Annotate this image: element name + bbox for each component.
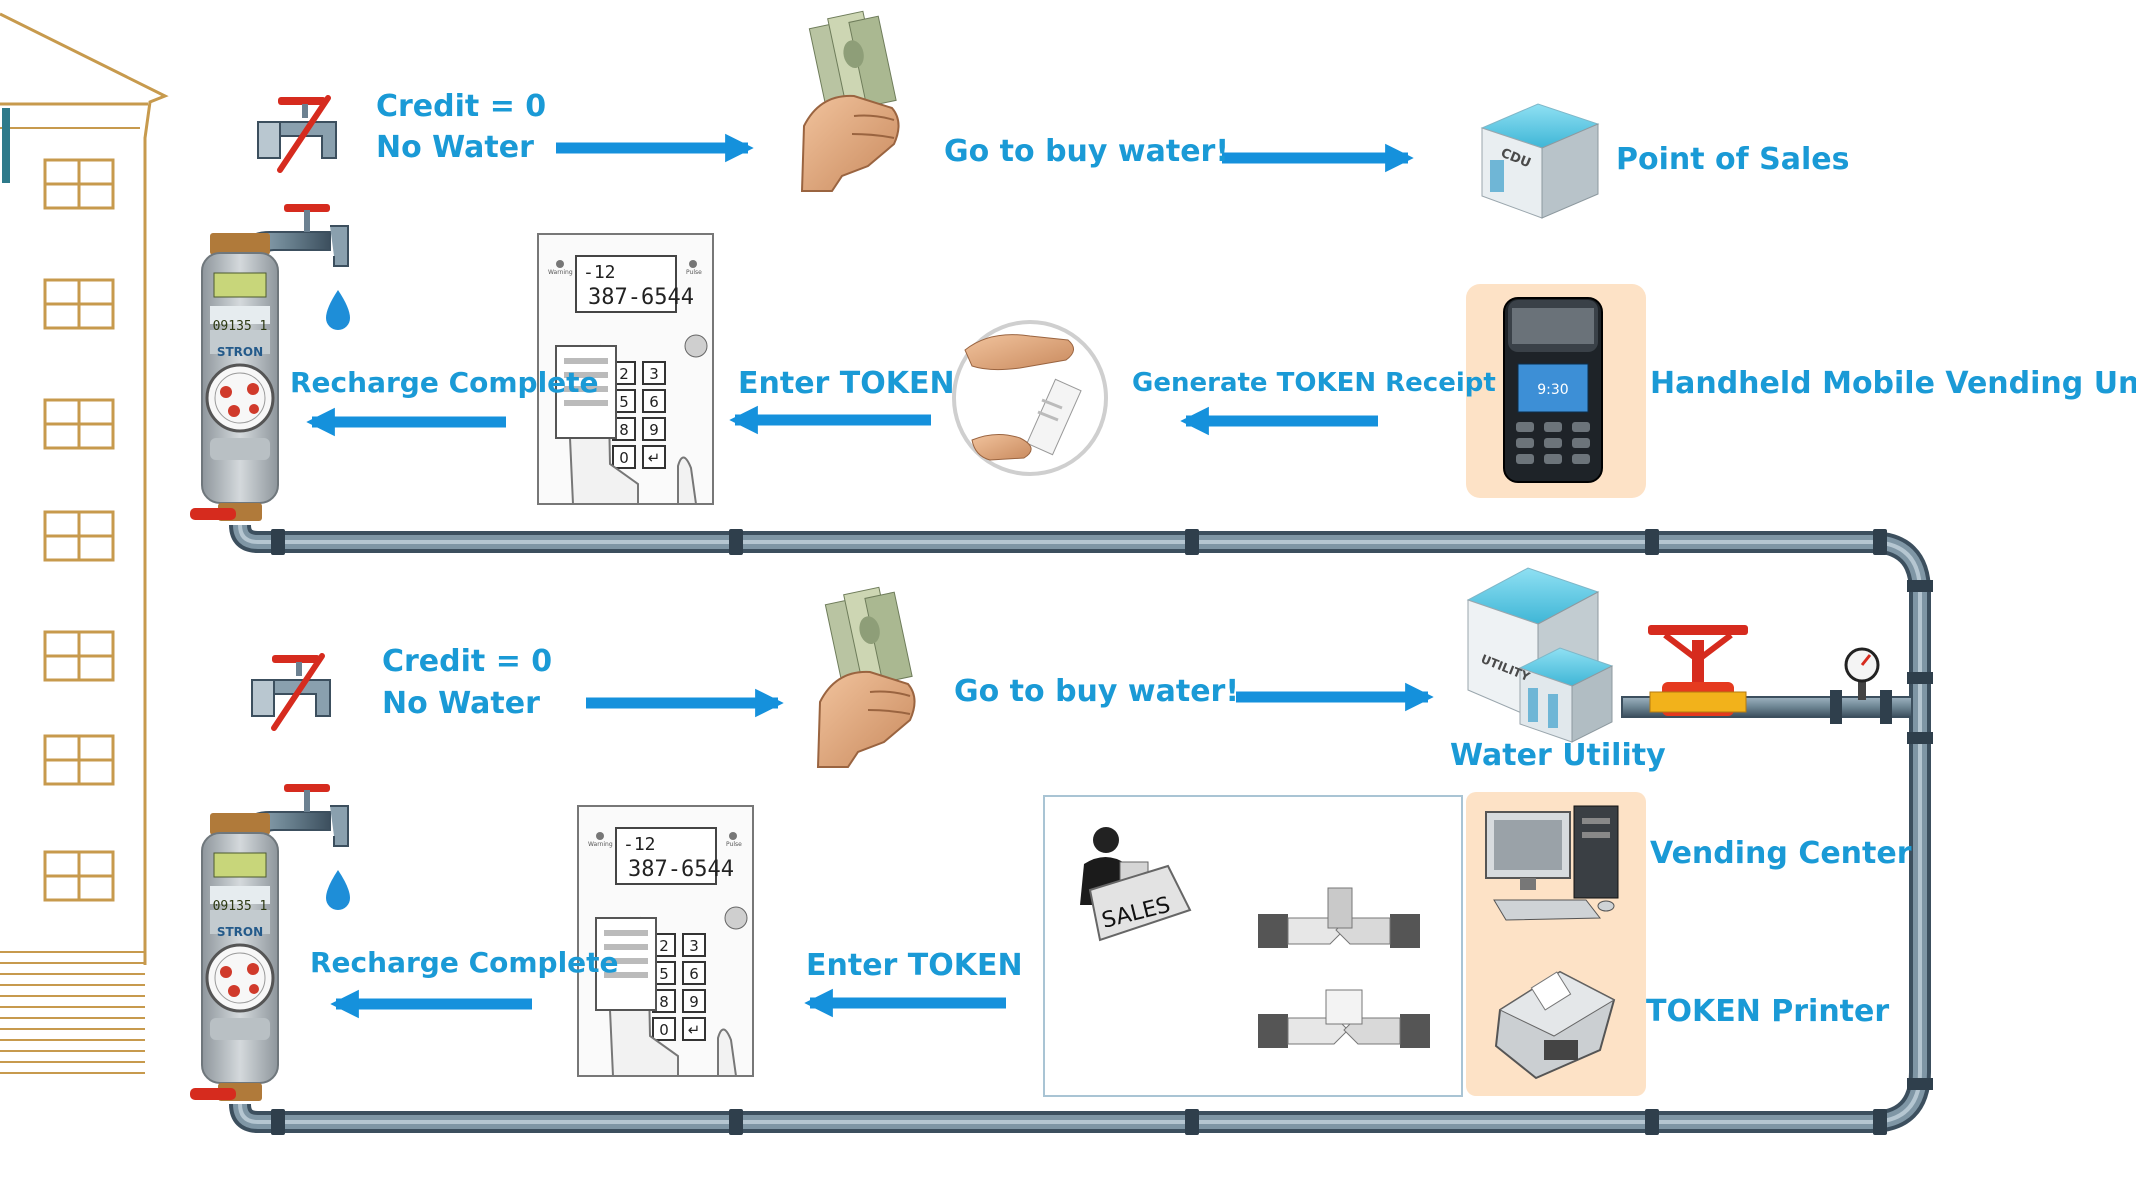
label-token-printer: TOKEN Printer [1646,994,1890,1029]
pressure-gauge-icon [1844,647,1880,700]
sales-exchange-panel: SALES [1043,795,1463,1097]
svg-text:3: 3 [649,365,659,383]
svg-text:387-6544: 387-6544 [588,285,694,310]
water-meter-icon-bottom [200,811,280,1103]
svg-text:Warning: Warning [548,269,573,276]
label-vending-center: Vending Center [1650,836,1912,871]
point-of-sales-kiosk-icon: CDU [1480,103,1600,219]
token-keypad-icon-top: -12 387-6544 Warning Pulse 2 3 5 6 8 9 0 ↵ [537,233,714,505]
svg-text:8: 8 [619,421,629,439]
label-enter-token-top: Enter TOKEN [738,366,955,401]
svg-text:387-6544: 387-6544 [628,857,734,882]
label-handheld-mobile-vending-unit: Handheld Mobile Vending Unit [1650,366,2136,401]
svg-text:5: 5 [619,393,629,411]
svg-text:-12: -12 [623,834,656,855]
svg-text:0: 0 [619,449,629,467]
svg-text:↵: ↵ [648,449,661,467]
label-generate-token-receipt: Generate TOKEN Receipt [1132,368,1496,398]
token-receipt-handover-icon [952,320,1108,476]
svg-text:9: 9 [689,993,699,1011]
svg-text:0: 0 [659,1021,669,1039]
vending-computer-icon [1485,805,1619,921]
label-credit-zero-top: Credit = 0 [376,89,547,124]
meter-inlet-valve-top [190,508,236,520]
meter-lcd-bottom: 09135 1 [213,899,268,914]
svg-text:9: 9 [649,421,659,439]
label-enter-token-bottom: Enter TOKEN [806,948,1023,983]
shut-tap-icon-bottom [252,655,330,728]
cash-exchange-icon [1258,887,1420,948]
meter-brand-top: STRON [217,345,263,359]
label-no-water-bottom: No Water [382,686,540,721]
token-keypad-icon-bottom: -12 387-6544 Warning Pulse 2 3 5 6 8 9 0 ↵ [577,805,754,1077]
water-utility-building-icon: UTILITY [1466,567,1614,743]
label-recharge-complete-top: Recharge Complete [290,366,599,399]
water-meter-icon-top [200,231,280,523]
svg-text:Pulse: Pulse [686,269,702,276]
svg-text:6: 6 [689,965,699,983]
token-printer-icon [1494,970,1616,1080]
hand-money-icon-top [801,7,900,192]
handheld-vending-unit-icon: 9:30 [1466,284,1646,498]
meter-lcd-top: 09135 1 [213,319,268,334]
svg-text:Pulse: Pulse [726,841,742,848]
svg-text:2: 2 [619,365,629,383]
apartment-building [0,12,169,1074]
label-point-of-sales: Point of Sales [1616,142,1850,177]
main-valve-icon [1648,625,1748,716]
label-credit-zero-bottom: Credit = 0 [382,644,553,679]
token-exchange-icon [1258,989,1430,1048]
flow-arrows [306,133,1434,1019]
shut-tap-icon-top [258,97,336,170]
label-recharge-complete-bottom: Recharge Complete [310,946,619,979]
label-go-buy-water-bottom: Go to buy water! [954,674,1240,709]
svg-text:2: 2 [659,937,669,955]
svg-text:↵: ↵ [688,1021,701,1039]
hand-money-icon-bottom [817,583,916,768]
handheld-screen-time: 9:30 [1537,382,1568,398]
label-no-water-top: No Water [376,130,534,165]
meter-brand-bottom: STRON [217,925,263,939]
svg-text:6: 6 [649,393,659,411]
label-go-buy-water-top: Go to buy water! [944,134,1230,169]
svg-text:8: 8 [659,993,669,1011]
meter-inlet-valve-bottom [190,1088,236,1100]
sales-clerk-icon: SALES [1080,827,1192,942]
svg-text:5: 5 [659,965,669,983]
svg-text:-12: -12 [583,262,616,283]
label-water-utility: Water Utility [1450,738,1666,773]
vending-center-panel [1466,792,1646,1096]
svg-text:Warning: Warning [588,841,613,848]
svg-text:3: 3 [689,937,699,955]
